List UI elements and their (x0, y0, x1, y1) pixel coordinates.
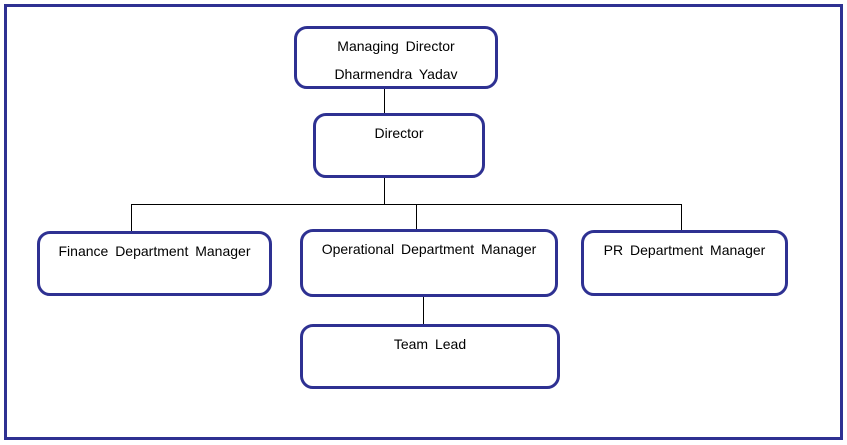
node-title: Operational Department Manager (321, 241, 537, 257)
org-node-managing-director: Managing Director Dharmendra Yadav (294, 26, 498, 89)
connector-to-finance-manager (131, 204, 132, 231)
org-node-finance-department-manager: Finance Department Manager (37, 231, 272, 296)
outer-border (4, 4, 843, 440)
node-title: Managing Director (337, 38, 455, 54)
connector-to-operational-manager (416, 204, 417, 229)
node-title: Finance Department Manager (58, 243, 251, 259)
org-node-director: Director (313, 113, 485, 178)
node-title: PR Department Manager (603, 242, 766, 258)
connector-to-pr-manager (681, 204, 682, 230)
node-person-name: Dharmendra Yadav (334, 66, 458, 82)
node-title: Team Lead (393, 336, 467, 352)
org-node-pr-department-manager: PR Department Manager (581, 230, 788, 296)
connector-director-drop (384, 178, 385, 205)
connector-horizontal-rail (131, 204, 682, 205)
connector-managing-director-to-director (384, 89, 385, 113)
org-node-team-lead: Team Lead (300, 324, 560, 389)
org-node-operational-department-manager: Operational Department Manager (300, 229, 558, 297)
node-title: Director (374, 125, 424, 141)
connector-operational-to-team-lead (423, 297, 424, 324)
